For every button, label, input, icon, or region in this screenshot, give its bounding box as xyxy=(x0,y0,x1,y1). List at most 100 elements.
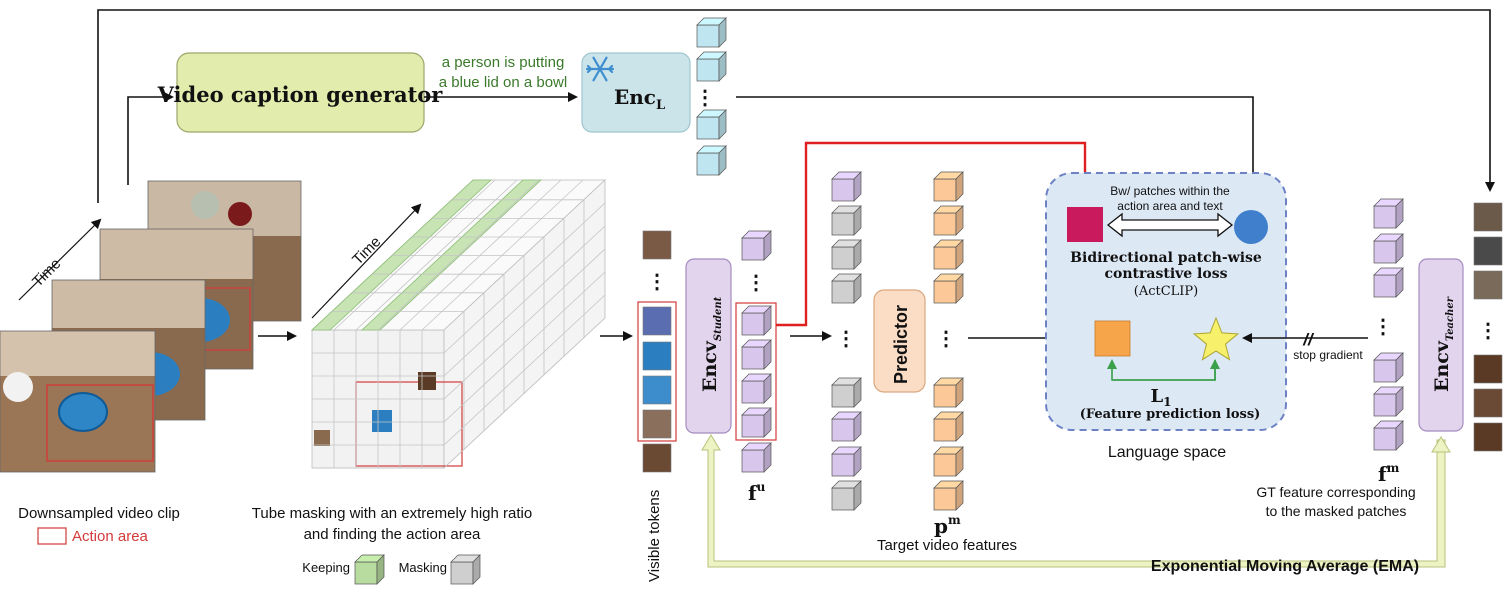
l1-subscript: 1 xyxy=(1163,395,1171,409)
action-area-legend-label: Action area xyxy=(72,528,149,545)
token-cube xyxy=(831,411,862,442)
tube-caption-line2: and finding the action area xyxy=(304,526,481,543)
text-token-cube xyxy=(696,109,727,140)
predictor: Predictor xyxy=(873,289,926,393)
text-encoder-label: Enc xyxy=(614,85,656,109)
gt-feature-cube xyxy=(1373,420,1404,451)
gt-feature-cube xyxy=(1373,233,1404,264)
teacher-encoder-subscript: Teacher xyxy=(1445,296,1456,341)
l1-caption: (Feature prediction loss) xyxy=(1080,407,1261,422)
visible-tokens-label: Visible tokens xyxy=(646,490,663,582)
token-cube xyxy=(831,205,862,236)
action-area-legend-swatch xyxy=(37,527,67,545)
video-patch-embedding xyxy=(1067,207,1103,242)
l1-label: L xyxy=(1150,386,1163,407)
token-cube xyxy=(831,171,862,202)
mixed-cubes-ellipsis: ⋮ xyxy=(836,328,856,350)
video-frame xyxy=(0,330,156,473)
tube-time-label: Time xyxy=(349,233,384,268)
masking-legend-cube xyxy=(450,554,481,585)
visible-tokens-ellipsis: ⋮ xyxy=(647,271,667,293)
gt-caption-line1: GT feature corresponding xyxy=(1256,484,1415,500)
generated-caption-line1: a person is putting xyxy=(442,54,565,71)
visible-token-patches xyxy=(637,230,677,473)
student-feature-cubes xyxy=(741,230,772,473)
predicted-feature-cube xyxy=(933,239,964,270)
predicted-feature-cube xyxy=(933,480,964,511)
contrastive-loss-line2: contrastive loss xyxy=(1105,266,1228,282)
svg-text:fu: fu xyxy=(748,480,766,505)
masking-legend-label: Masking xyxy=(399,560,447,575)
clip-caption: Downsampled video clip xyxy=(18,505,180,522)
l1-connector-reverse xyxy=(1112,359,1220,381)
text-token-cubes xyxy=(696,17,727,176)
target-feature-embedding xyxy=(1192,316,1240,361)
keeping-legend-cube xyxy=(354,554,385,585)
tube-caption-line1: Tube masking with an extremely high rati… xyxy=(252,505,532,522)
predicted-features-superscript: m xyxy=(948,513,961,527)
video-clip-frames xyxy=(0,180,302,473)
token-cube xyxy=(831,273,862,304)
bidirectional-arrow xyxy=(1106,212,1234,238)
svg-text:pm: pm xyxy=(934,513,961,538)
token-cube xyxy=(831,377,862,408)
predicted-feature-cube xyxy=(933,171,964,202)
tube-time-arrow xyxy=(311,203,422,319)
predicted-feature-cube xyxy=(933,273,964,304)
tube-masking-grid xyxy=(310,179,607,469)
svg-text:L1: L1 xyxy=(1150,386,1171,409)
gt-feature-cube xyxy=(1373,352,1404,383)
text-token-cube xyxy=(696,17,727,48)
predicted-feature-cube xyxy=(933,411,964,442)
contrastive-scope-line2: action area and text xyxy=(1117,199,1223,213)
predicted-feature-cube xyxy=(933,205,964,236)
keeping-cube xyxy=(354,554,385,585)
svg-text:fm: fm xyxy=(1378,461,1400,486)
student-features-superscript: u xyxy=(757,480,766,494)
action-area-box xyxy=(46,384,154,462)
student-encoder-label: Encv xyxy=(699,340,721,392)
stop-gradient-mark: // xyxy=(1302,330,1315,349)
gt-feature-cube xyxy=(1373,267,1404,298)
action-area-to-contrastive-arrow xyxy=(776,141,1090,327)
student-cubes-ellipsis: ⋮ xyxy=(746,272,766,294)
predicted-feature-embedding xyxy=(1094,320,1131,357)
gt-feature-cube xyxy=(1373,386,1404,417)
masking-cube xyxy=(450,554,481,585)
gt-feature-cube xyxy=(1373,198,1404,229)
svg-text:EncvTeacher: EncvTeacher xyxy=(1431,296,1456,392)
keeping-legend-label: Keeping xyxy=(302,560,350,575)
svg-text:EncvStudent: EncvStudent xyxy=(699,296,724,392)
student-encoder-subscript: Student xyxy=(713,296,724,341)
contrastive-loss-line3: (ActCLIP) xyxy=(1134,284,1199,299)
text-to-language-space-arrow xyxy=(736,96,1258,202)
ema-label: Exponential Moving Average (EMA) xyxy=(1151,558,1419,575)
predictor-label: Predictor xyxy=(891,305,911,384)
predicted-features-label: p xyxy=(934,514,948,538)
text-encoder-subscript: L xyxy=(656,98,665,113)
predicted-feature-cube xyxy=(933,446,964,477)
teacher-input-ellipsis: ⋮ xyxy=(1478,320,1498,342)
mixed-token-cubes xyxy=(831,171,862,511)
captioner-title: Video caption generator xyxy=(157,82,444,107)
student-feature-cube xyxy=(741,442,772,473)
text-embedding xyxy=(1234,210,1268,244)
gt-features-superscript: m xyxy=(1387,461,1400,475)
contrastive-loss-line1: Bidirectional patch-wise xyxy=(1070,250,1262,266)
stop-gradient-label: stop gradient xyxy=(1293,348,1363,362)
student-encoder: EncvStudent xyxy=(685,258,732,434)
student-feature-cube xyxy=(741,305,772,336)
generated-caption-line2: a blue lid on a bowl xyxy=(439,74,567,91)
predicted-feature-cubes xyxy=(933,171,964,511)
language-space xyxy=(1045,172,1287,431)
language-space-label: Language space xyxy=(1108,444,1226,461)
gt-cubes-ellipsis: ⋮ xyxy=(1373,316,1393,338)
text-token-cube xyxy=(696,145,727,176)
clip-time-arrow xyxy=(18,218,102,301)
teacher-input-patches xyxy=(1473,202,1503,452)
token-cube xyxy=(831,446,862,477)
contrastive-scope-line1: Bw/ patches within the xyxy=(1110,184,1230,198)
student-feature-cube xyxy=(741,373,772,404)
teacher-encoder-label: Encv xyxy=(1431,340,1453,392)
